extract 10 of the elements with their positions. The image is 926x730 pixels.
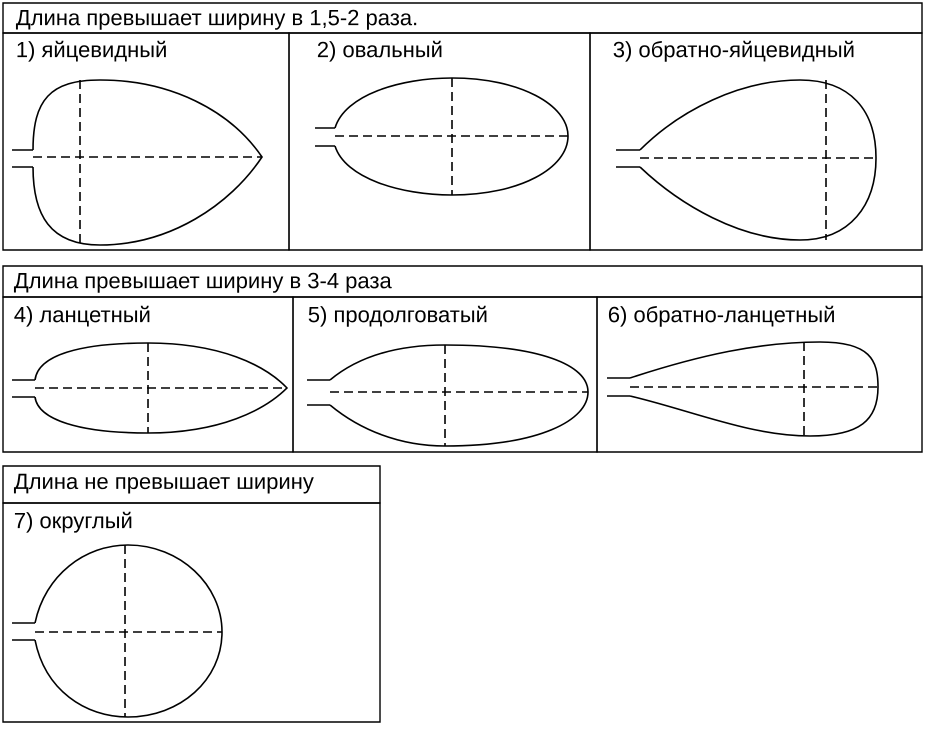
header-band: Длина не превышает ширину <box>2 465 381 504</box>
table-cell: 2) овальный <box>288 32 591 251</box>
header-band: Длина превышает ширину в 3-4 раза <box>2 265 923 298</box>
table-cell: 4) ланцетный <box>2 296 294 453</box>
table-cell: 5) продолговатый <box>292 296 598 453</box>
header-band: Длина превышает ширину в 1,5-2 раза. <box>2 2 923 34</box>
table-cell: 1) яйцевидный <box>2 32 290 251</box>
table-cell: 7) округлый <box>2 502 381 723</box>
table-cell: 6) обратно-ланцетный <box>596 296 923 453</box>
table-cell: 3) обратно-яйцевидный <box>589 32 923 251</box>
